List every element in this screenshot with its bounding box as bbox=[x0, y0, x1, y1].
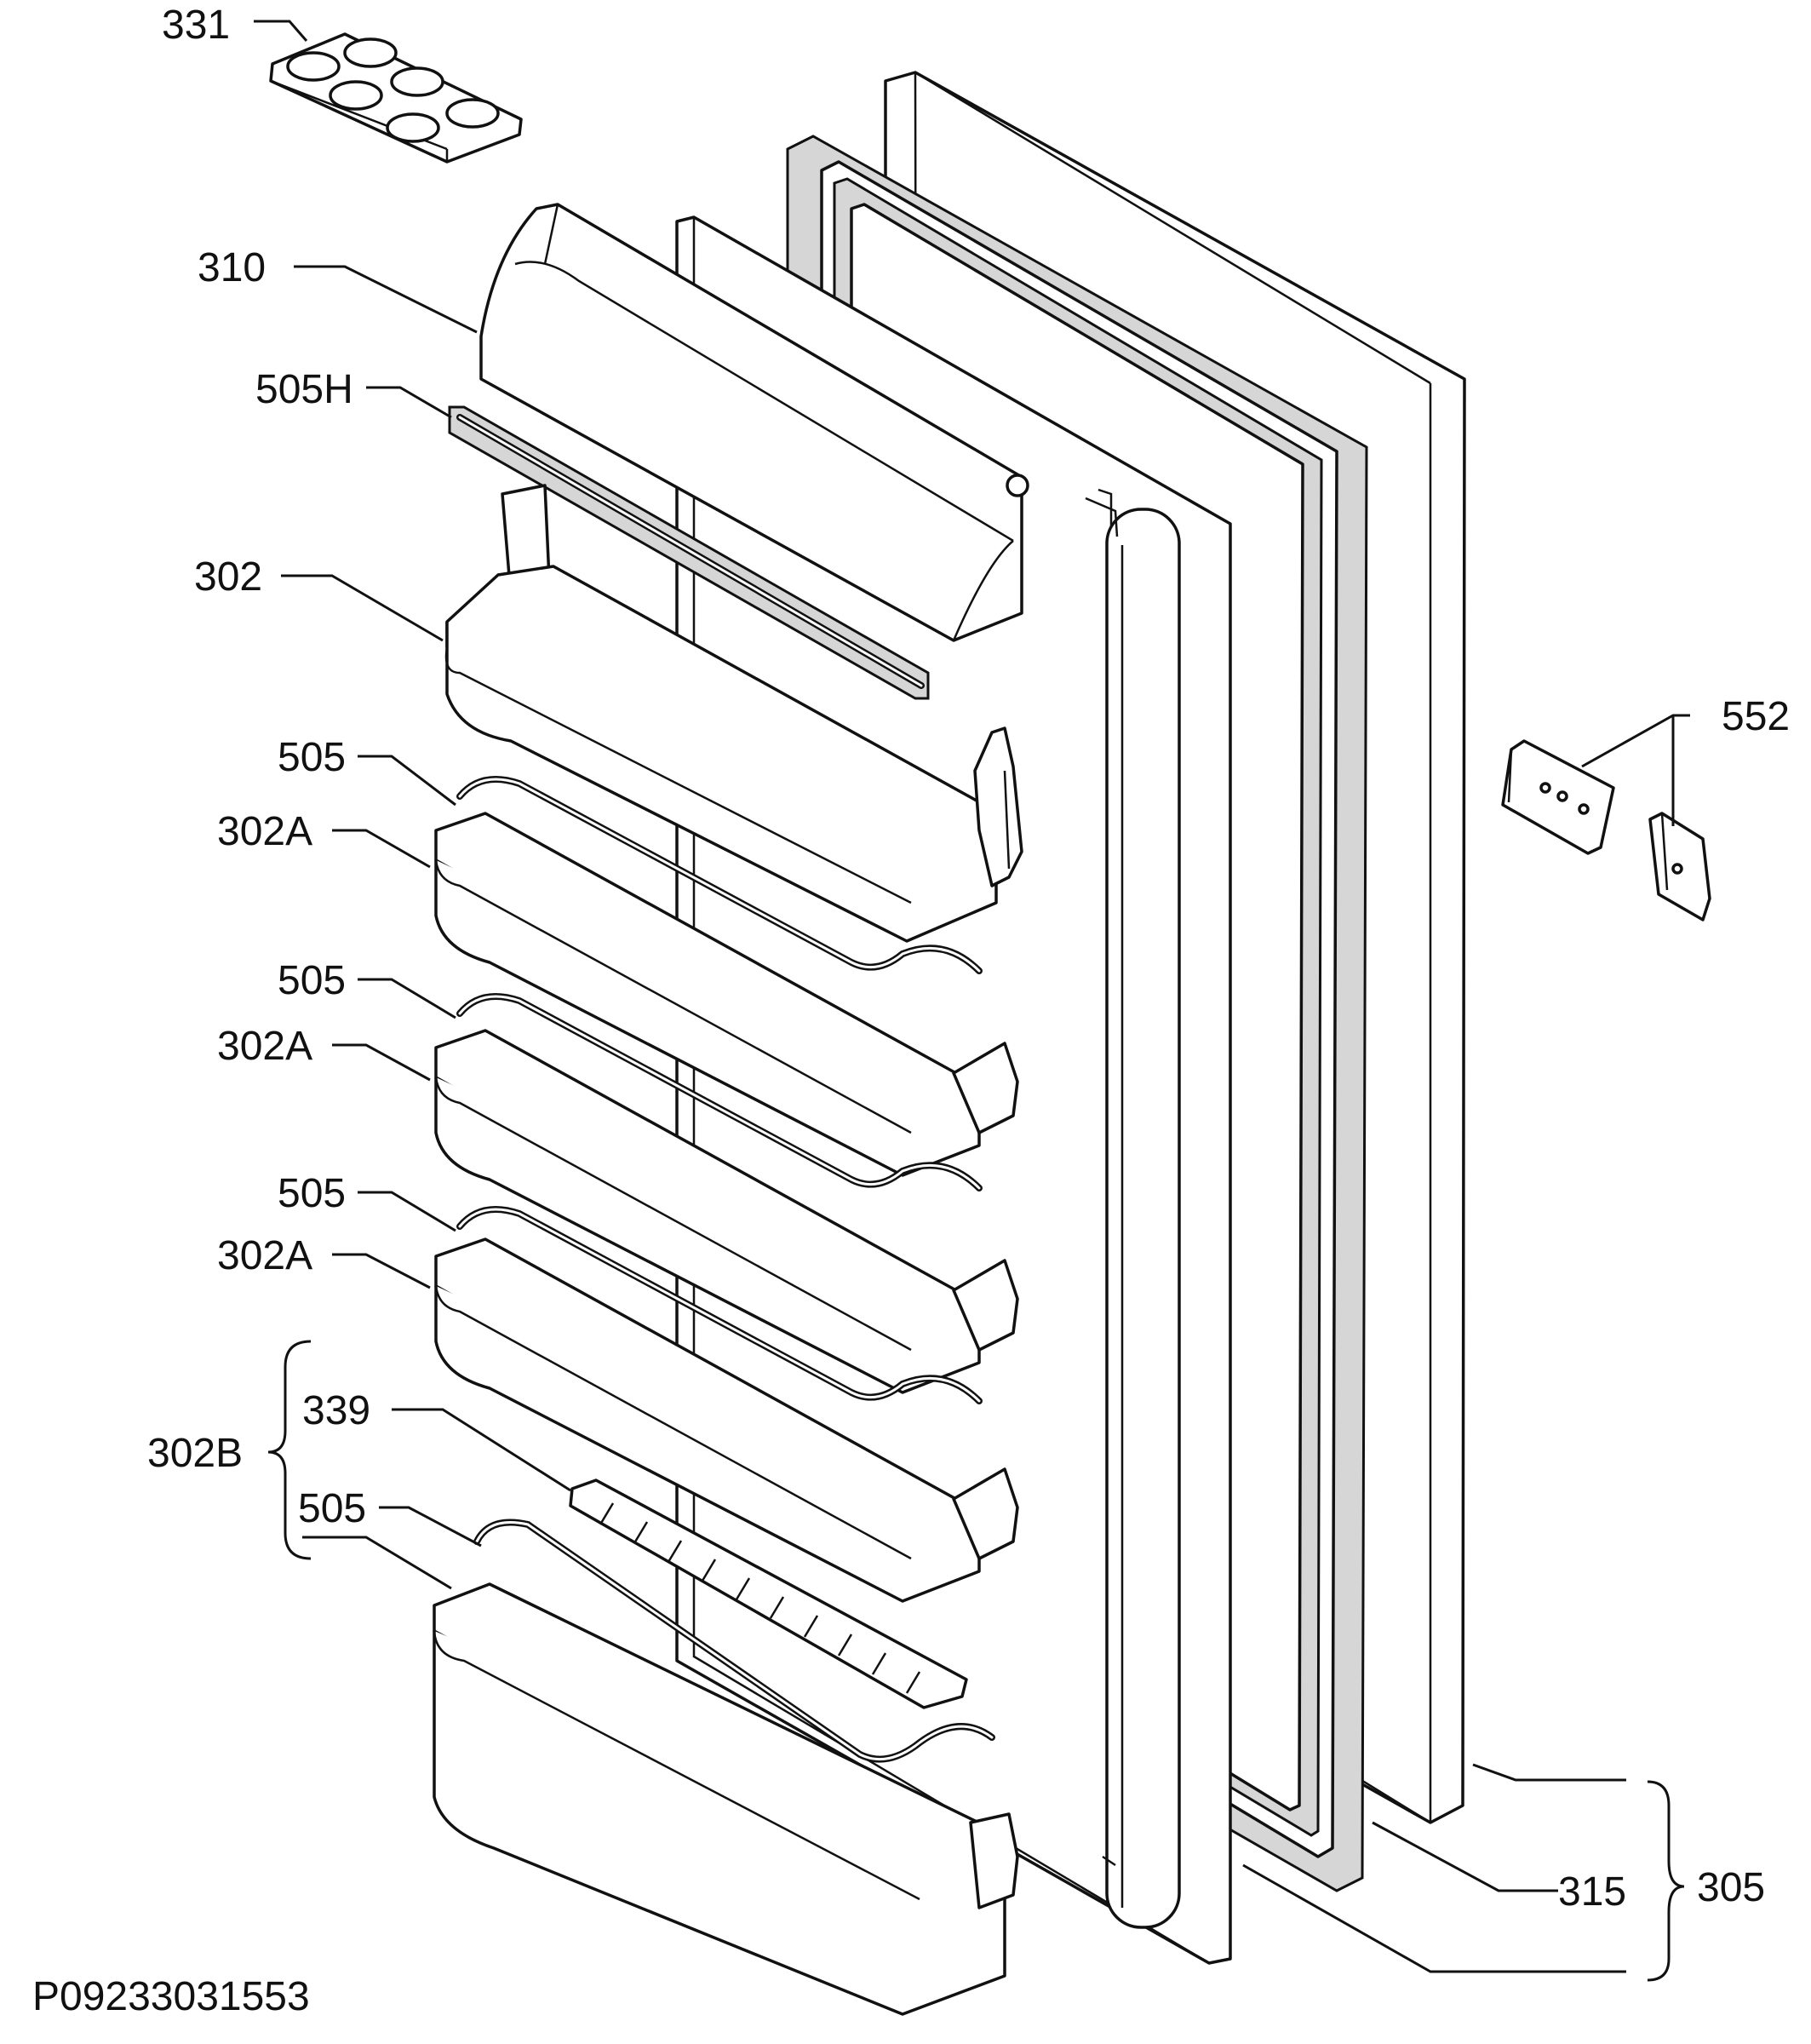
label-310: 310 bbox=[198, 245, 266, 290]
label-302B: 302B bbox=[147, 1431, 243, 1476]
dairy-compartment-lid bbox=[479, 203, 1029, 642]
drawing-code: P09233031553 bbox=[32, 1974, 310, 2019]
hinge-bracket-plate bbox=[1501, 739, 1615, 855]
label-505H: 505H bbox=[255, 367, 353, 412]
label-331: 331 bbox=[162, 3, 230, 48]
label-339: 339 bbox=[302, 1388, 370, 1433]
callout-labels: 331 310 505H 302 505 302A 505 302A 505 3… bbox=[32, 3, 1790, 2019]
label-305: 305 bbox=[1697, 1865, 1765, 1910]
bottle-retainer-grid bbox=[569, 1478, 968, 1709]
label-315: 315 bbox=[1558, 1869, 1626, 1915]
sealing-strip bbox=[448, 405, 930, 700]
leader-lines bbox=[254, 20, 1690, 1982]
egg-tray bbox=[269, 32, 523, 164]
label-552: 552 bbox=[1722, 694, 1790, 739]
label-505-4: 505 bbox=[298, 1486, 366, 1531]
door-shelf-3 bbox=[434, 1237, 1019, 1603]
label-302A-2: 302A bbox=[217, 1024, 312, 1069]
hinge-bracket-clip bbox=[1648, 812, 1711, 922]
label-505-1: 505 bbox=[278, 735, 346, 780]
upper-door-shelf bbox=[444, 484, 1023, 943]
label-505-3: 505 bbox=[278, 1171, 346, 1216]
label-302: 302 bbox=[194, 554, 262, 600]
label-302A-3: 302A bbox=[217, 1233, 312, 1278]
label-302A-1: 302A bbox=[217, 809, 312, 854]
bottom-bottle-shelf bbox=[433, 1582, 1019, 2016]
label-505-2: 505 bbox=[278, 958, 346, 1003]
door-shelf-2 bbox=[434, 1029, 1019, 1394]
door-shelf-1 bbox=[434, 812, 1019, 1177]
